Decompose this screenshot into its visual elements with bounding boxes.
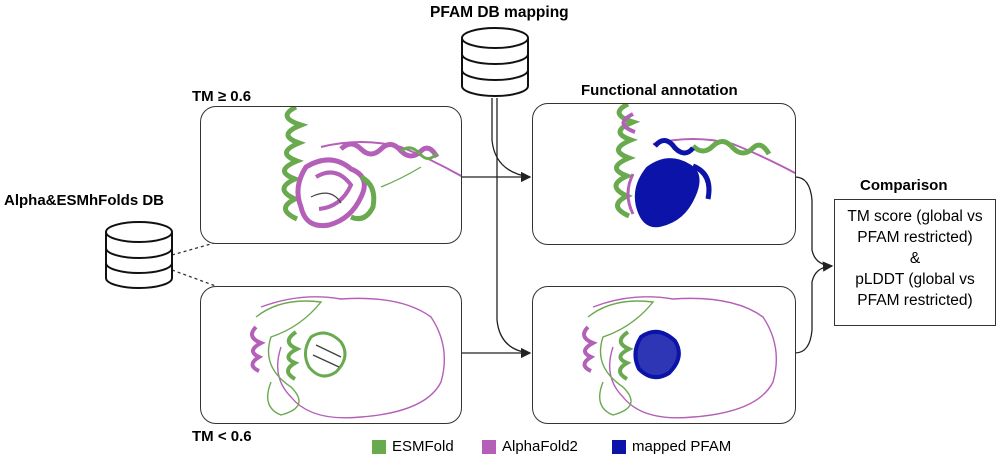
low-tm-structure-panel — [200, 286, 462, 424]
db-to-top-panel-link — [171, 237, 233, 256]
annotated-low-tm-illustration — [582, 296, 778, 419]
legend-esmfold: ESMFold — [372, 438, 454, 455]
low-tm-protein-illustration — [250, 296, 446, 419]
mapped-pfam-swatch — [612, 439, 626, 454]
structure-database-icon — [105, 221, 173, 289]
legend-label: mapped PFAM — [632, 438, 732, 455]
pfam-to-bottom-arrow — [496, 98, 531, 354]
legend-alphafold2: AlphaFold2 — [482, 438, 578, 455]
comparison-line-2: PFAM restricted) — [857, 229, 973, 246]
legend-mapped-pfam: mapped PFAM — [612, 438, 731, 455]
comparison-line-5: PFAM restricted) — [857, 292, 973, 309]
pfam-to-top-arrow — [491, 98, 531, 178]
bottom-annotation-to-comparison — [794, 261, 834, 354]
tm-low-label: TM < 0.6 — [192, 428, 252, 445]
legend-label: ESMFold — [392, 438, 454, 455]
db-to-bottom-panel-link — [171, 269, 233, 293]
pfam-database-icon — [461, 27, 529, 97]
pfam-mapping-label: PFAM DB mapping — [430, 4, 569, 21]
annotated-high-tm-panel — [532, 103, 796, 245]
functional-annotation-label: Functional annotation — [581, 82, 738, 99]
annotated-high-tm-illustration — [613, 104, 795, 228]
legend-label: AlphaFold2 — [502, 438, 578, 455]
annotated-low-tm-panel — [532, 286, 796, 424]
source-db-label: Alpha&ESMhFolds DB — [4, 192, 164, 209]
comparison-box: TM score (global vs PFAM restricted) & p… — [834, 199, 996, 326]
alphafold2-swatch — [482, 439, 496, 454]
tm-high-label: TM ≥ 0.6 — [192, 88, 252, 105]
comparison-line-4: pLDDT (global vs — [855, 271, 975, 288]
high-tm-structure-panel — [200, 106, 462, 244]
comparison-line-3: & — [909, 250, 921, 267]
top-annotation-to-comparison — [794, 176, 833, 267]
high-tm-protein-illustration — [281, 107, 461, 229]
comparison-line-1: TM score (global vs — [847, 208, 983, 225]
comparison-label: Comparison — [860, 177, 948, 194]
esmfold-swatch — [372, 439, 386, 454]
